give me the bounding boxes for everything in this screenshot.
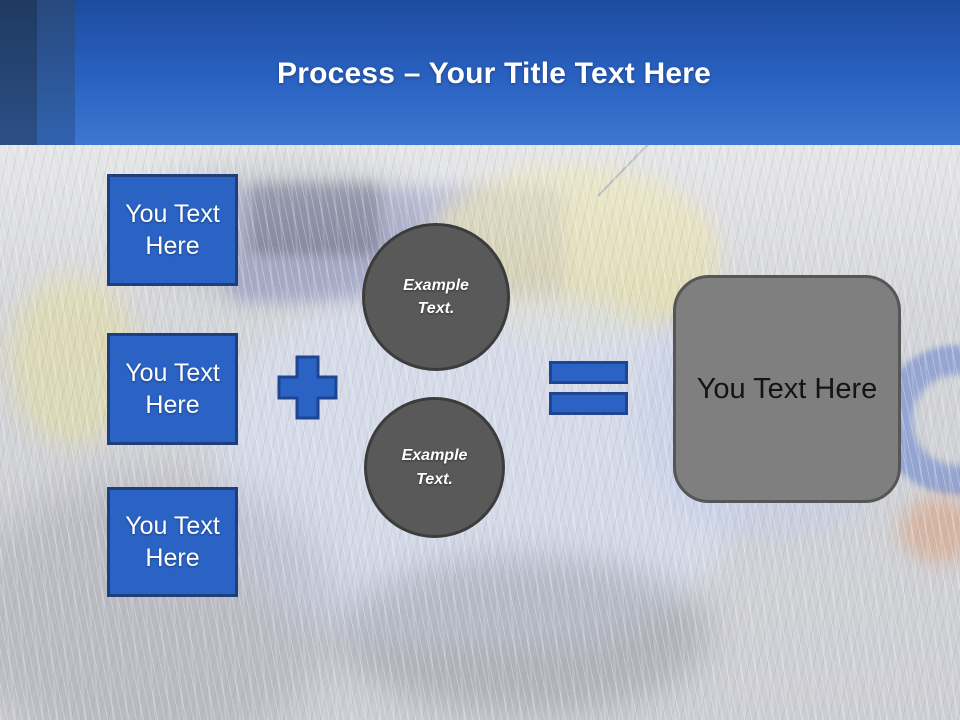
text-box-2-label: You Text Here — [125, 358, 220, 420]
example-circle-2[interactable]: Example Text. — [364, 397, 505, 538]
photo-grass-shadow-bottom — [340, 555, 710, 715]
text-box-2[interactable]: You Text Here — [107, 333, 238, 445]
result-box-label: You Text Here — [696, 372, 878, 405]
photo-toy-machinery-dark — [250, 183, 380, 255]
text-box-1-label: You Text Here — [125, 199, 220, 261]
equals-bar-top — [549, 361, 628, 384]
header-accent-strip-mid — [37, 0, 75, 145]
example-circle-1[interactable]: Example Text. — [362, 223, 510, 371]
example-circle-2-label: Example Text. — [401, 447, 468, 488]
text-box-3[interactable]: You Text Here — [107, 487, 238, 597]
photo-toy-part-orange — [900, 497, 960, 563]
slide-header: Process – Your Title Text Here — [0, 0, 960, 145]
equals-bar-bottom — [549, 392, 628, 415]
page-title-rest: – Your Title Text Here — [403, 57, 711, 90]
page-title-keyword: Process — [277, 57, 396, 90]
text-box-1[interactable]: You Text Here — [107, 174, 238, 286]
example-circle-1-label: Example Text. — [403, 276, 469, 317]
header-accent-strip-dark — [0, 0, 37, 145]
page-title[interactable]: Process – Your Title Text Here — [0, 57, 960, 91]
photo-grass-stalk-line — [597, 145, 773, 197]
equals-icon[interactable] — [549, 361, 628, 415]
text-box-3-label: You Text Here — [125, 511, 220, 573]
plus-icon[interactable] — [277, 355, 338, 420]
result-box[interactable]: You Text Here — [673, 275, 901, 503]
